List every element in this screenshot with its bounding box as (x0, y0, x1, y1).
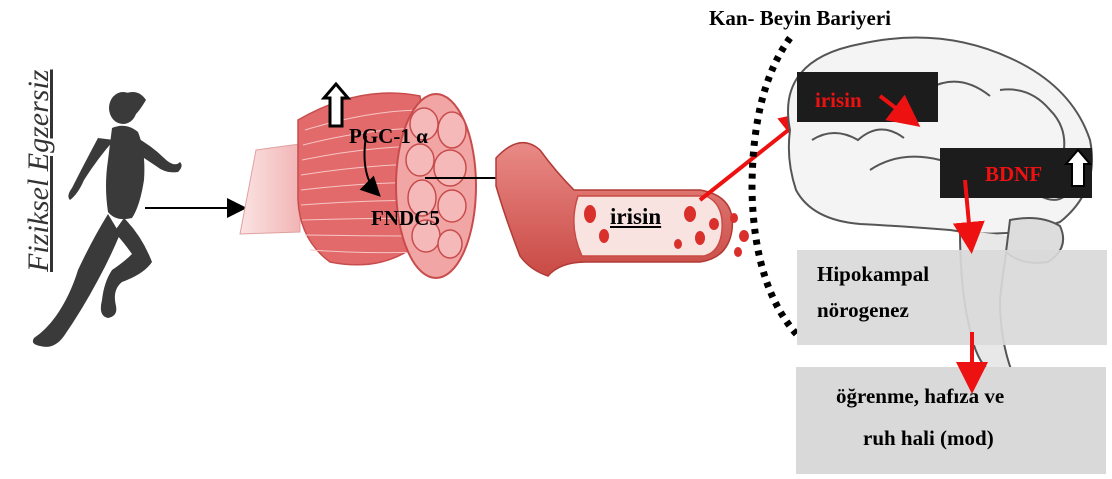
muscle-illustration-icon (240, 93, 476, 278)
blood-brain-barrier-curve (752, 38, 800, 338)
irisin-vessel-label: irisin (610, 204, 661, 230)
fndc5-label: FNDC5 (371, 206, 440, 231)
blood-brain-barrier-label: Kan- Beyin Bariyeri (709, 6, 891, 31)
hippocampal-label-line1: Hipokampal (817, 262, 929, 287)
outcome-label-line1: öğrenme, hafıza ve (836, 384, 1004, 409)
bdnf-label: BDNF (985, 162, 1042, 187)
outcome-label-line2: ruh hali (mod) (863, 426, 994, 451)
pgc-label: PGC-1 α (349, 124, 428, 149)
exercise-label: Fiziksel Egzersiz (22, 70, 56, 273)
irisin-brain-label: irisin (815, 88, 862, 113)
hippocampal-label-line2: nörogenez (817, 298, 909, 323)
